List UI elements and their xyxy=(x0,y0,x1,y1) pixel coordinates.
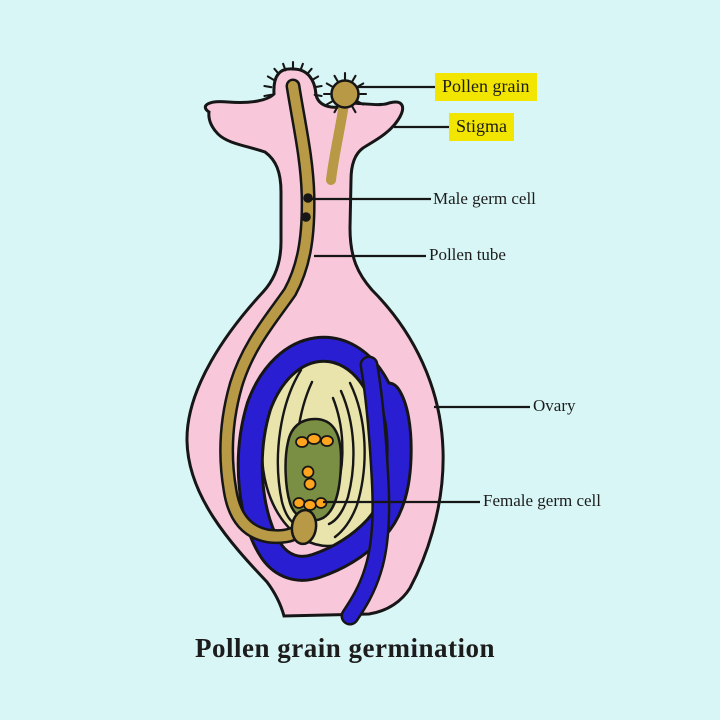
female-germ-cell-dot xyxy=(292,497,306,509)
diagram-title: Pollen grain germination xyxy=(195,633,495,663)
polar-nucleus xyxy=(303,477,317,491)
leader-lines xyxy=(309,85,530,504)
embryo-sac-cells xyxy=(292,433,334,511)
pollen-grain-on-stigma xyxy=(322,71,368,185)
male-germ-cells xyxy=(301,193,313,222)
label-female-germ-cell: Female germ cell xyxy=(483,491,602,510)
pollen-tube-tip xyxy=(290,508,318,546)
male-germ-cell-dot xyxy=(301,212,311,222)
funiculus-stalk xyxy=(340,355,391,626)
label-stigma: Stigma xyxy=(449,113,515,141)
antipodal-cell xyxy=(306,433,322,445)
label-pollen-tube: Pollen tube xyxy=(429,245,506,264)
antipodal-cell xyxy=(295,436,309,448)
label-pollen-grain: Pollen grain xyxy=(435,73,537,101)
polar-nucleus xyxy=(301,465,315,479)
male-germ-cell-dot xyxy=(303,193,313,203)
germinated-pollen-grain-spikes xyxy=(263,60,323,98)
antipodal-cell xyxy=(320,435,334,447)
label-male-germ-cell: Male germ cell xyxy=(433,189,536,208)
pollen-grain-body xyxy=(330,79,360,109)
label-ovary: Ovary xyxy=(533,396,576,415)
female-germ-cell-dot xyxy=(303,499,317,511)
ovule-integument-ring xyxy=(236,335,413,582)
